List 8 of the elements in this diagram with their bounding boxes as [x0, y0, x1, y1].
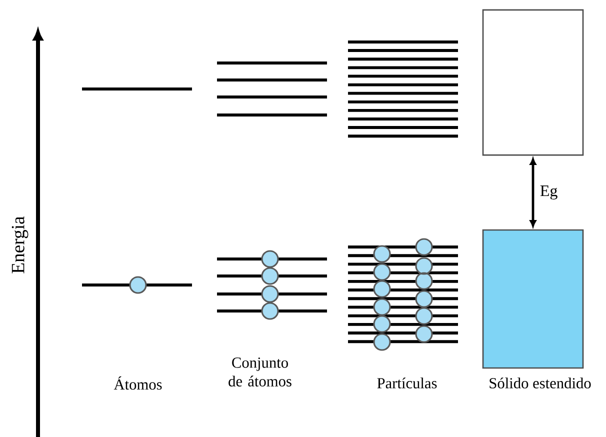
energy-band	[482, 9, 584, 156]
axis-label: Energia	[12, 216, 28, 274]
arrow	[530, 158, 536, 227]
energy-band	[482, 229, 584, 369]
column-label: Partículas	[377, 378, 437, 388]
column-label: Conjunto de átomos	[228, 358, 292, 386]
column-label: Átomos	[114, 376, 162, 390]
edge-label: Eg	[540, 186, 558, 200]
